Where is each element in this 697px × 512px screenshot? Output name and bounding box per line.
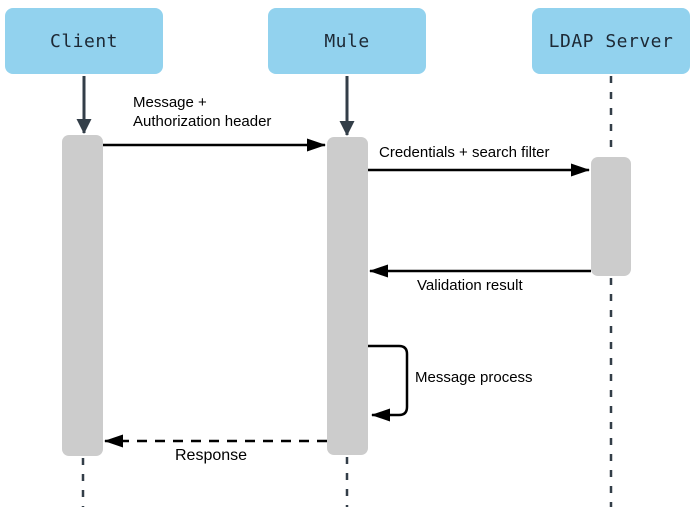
message-arrow-self-process xyxy=(368,344,409,422)
activation-bar-ldap-server xyxy=(591,157,631,276)
message-label-response: Response xyxy=(175,447,248,464)
actor-label-mule: Mule xyxy=(324,30,370,52)
actor-label-client: Client xyxy=(49,30,119,52)
actor-box-client: Client xyxy=(5,8,163,74)
actor-label-ldap-server: LDAP Server xyxy=(548,30,674,52)
activation-bar-mule xyxy=(327,137,368,455)
actor-box-ldap-server: LDAP Server xyxy=(532,8,690,74)
actor-box-mule: Mule xyxy=(268,8,426,74)
activation-bar-client xyxy=(62,135,103,456)
message-label-credentials: Credentials + search filter xyxy=(379,144,550,161)
message-label-validation-result: Validation result xyxy=(417,277,523,294)
message-label-authorization: Message + Authorization header xyxy=(133,94,272,130)
message-label-self-process: Message process xyxy=(415,369,533,386)
